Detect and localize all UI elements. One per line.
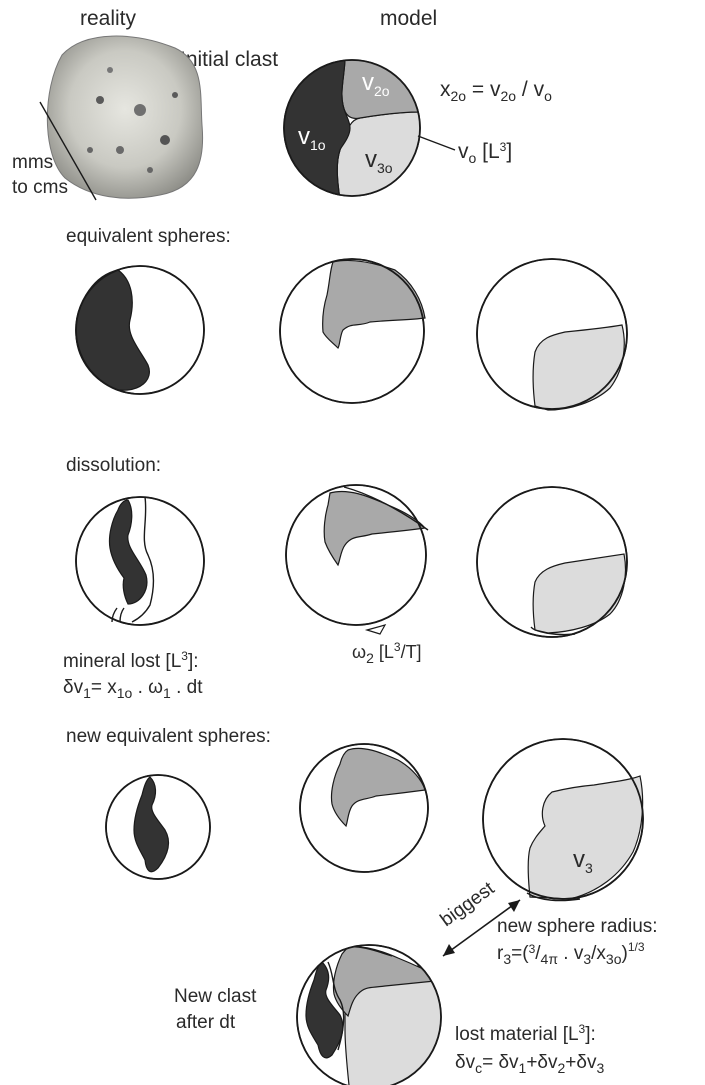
biggest-label: biggest [437, 878, 499, 931]
mms-label: mms [12, 152, 53, 173]
new-sphere-1 [106, 775, 210, 879]
dvc-formula: δvc= δv1+δv2+δv3 [455, 1052, 604, 1076]
lost-material-label: lost material [L3]: [455, 1022, 596, 1045]
equivalent-sphere-3 [477, 259, 627, 410]
x2o-formula: x2o = v2o / vo [440, 78, 552, 104]
equivalent-sphere-1 [76, 266, 204, 394]
vo-pointer-line [418, 136, 455, 150]
new-clast [297, 945, 445, 1085]
rock-photo [47, 36, 202, 198]
vo-label: vo [L3] [458, 140, 512, 166]
omega2-label: ω2 [L3/T] [352, 640, 422, 666]
dv1-formula: δv1= x1o . ω1 . dt [63, 677, 203, 701]
new-sphere-radius-label: new sphere radius: [497, 916, 658, 937]
r3-formula: r3=(3/4π . v3/x3o)1/3 [497, 940, 645, 967]
reality-label: reality [80, 7, 137, 30]
equivalent-sphere-2 [280, 259, 425, 403]
model-label: model [380, 7, 437, 30]
dissolution-sphere-2 [286, 485, 428, 625]
new-sphere-2 [300, 744, 428, 872]
new-sphere-3 [483, 739, 643, 901]
dissolution-sphere-1 [76, 497, 204, 625]
dissolution-heading: dissolution: [66, 455, 161, 476]
dissolution-sphere-3 [477, 487, 627, 637]
new-clast-label-line2: after dt [176, 1012, 236, 1033]
omega2-arrow [367, 625, 385, 634]
new-equivalent-spheres-heading: new equivalent spheres: [66, 726, 271, 747]
mineral-lost-label: mineral lost [L3]: [63, 649, 199, 672]
to-cms-label: to cms [12, 177, 68, 198]
new-clast-label-line1: New clast [174, 986, 257, 1007]
equivalent-spheres-heading: equivalent spheres: [66, 226, 231, 247]
